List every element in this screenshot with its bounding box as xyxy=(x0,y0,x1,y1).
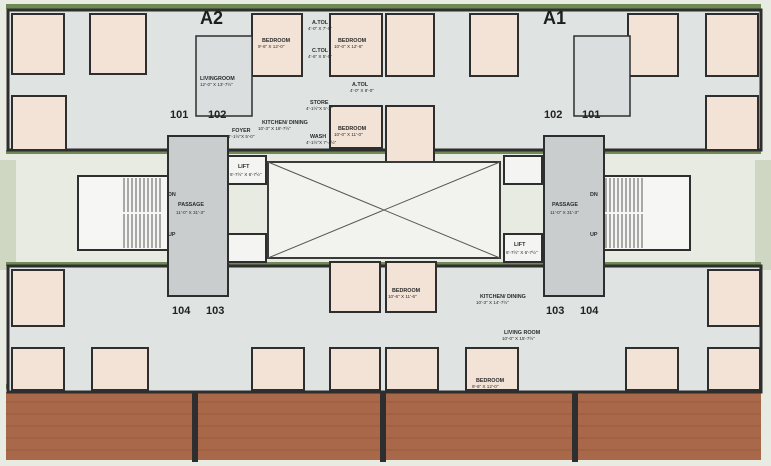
room-name: A.TOL xyxy=(312,20,329,26)
stair-right xyxy=(599,175,691,251)
stair-up-label: UP xyxy=(168,232,176,238)
room-name: STORE xyxy=(310,100,329,106)
room-name: C.TOL xyxy=(312,48,329,54)
room-name: LIVINGROOM xyxy=(200,76,235,82)
passage-dimension: 11'-0" X 31'-3" xyxy=(550,210,579,215)
unit-number: 102 xyxy=(544,109,562,121)
room-dimension: 4'-0" X 8'-0" xyxy=(350,88,374,93)
room-name: KITCHEN/ DINING xyxy=(262,120,308,126)
unit-number: 101 xyxy=(582,109,600,121)
room-name: BEDROOM xyxy=(338,38,367,44)
room-labels: BEDROOM 9'-6" X 12'-0" BEDROOM 10'-0" X … xyxy=(200,20,541,389)
stair-dn-label: DN xyxy=(590,192,598,198)
unit-number: 104 xyxy=(172,305,191,317)
unit-number: 103 xyxy=(546,305,564,317)
room-dimension: 4'-6" X 5'-0" xyxy=(308,54,332,59)
tower-labels: A2 A1 xyxy=(200,8,566,28)
unit-number: 101 xyxy=(170,109,188,121)
room-name: WASH xyxy=(310,134,326,140)
room-dimension: 9'-6" X 12'-0" xyxy=(472,384,499,389)
room-dimension: 10'-3" X 14'-7½" xyxy=(476,299,509,305)
lift-label: LIFT xyxy=(238,164,250,170)
room-dimension: 10'-3" X 18'-7½" xyxy=(258,125,291,131)
passage-left xyxy=(167,135,229,297)
top-block xyxy=(6,8,763,167)
room-name: A.TOL xyxy=(352,82,369,88)
landscape-left xyxy=(0,160,16,270)
lift-box xyxy=(503,233,543,263)
lift-box xyxy=(227,155,267,185)
room-name: KITCHEN/ DINING xyxy=(480,294,526,300)
room-dimension: 12'-0" X 13'-7½" xyxy=(200,81,233,87)
room-name: BEDROOM xyxy=(392,288,421,294)
room-name: LIVING ROOM xyxy=(504,330,541,336)
room-dimension: 10'-0" X 12'-6" xyxy=(334,44,363,49)
room-name: FOYER xyxy=(232,128,251,134)
room-dimension: 4'-1½"X 5'-0" xyxy=(228,133,255,139)
unit-number: 102 xyxy=(208,109,226,121)
lift-box xyxy=(227,233,267,263)
stair-up-label: UP xyxy=(590,232,598,238)
room-name: BEDROOM xyxy=(476,378,505,384)
room-dimension: 4'-1½"X 7'-4½" xyxy=(306,139,337,145)
unit-number: 103 xyxy=(206,305,224,317)
room-name: BEDROOM xyxy=(262,38,291,44)
stair-left xyxy=(77,175,169,251)
room-name: BEDROOM xyxy=(338,126,367,132)
bottom-block xyxy=(6,261,763,394)
stair-dn-label: DN xyxy=(168,192,176,198)
balcony-deck-group xyxy=(6,392,761,462)
passage-label: PASSAGE xyxy=(552,202,578,208)
lift-dimension: 6'-7½" X 6'-7½" xyxy=(506,249,538,255)
lift-dimension: 6'-7½" X 6'-7½" xyxy=(230,171,262,177)
tower-label: A1 xyxy=(543,8,566,28)
room-dimension: 10'-0" X 15'-7½" xyxy=(502,335,535,341)
unit-numbers: 101 102 102 101 104 103 103 104 xyxy=(170,109,600,317)
room-dimension: 10'-6" X 11'-6" xyxy=(388,294,417,299)
core-labels: LIFT 6'-7½" X 6'-7½" LIFT 6'-7½" X 6'-7½… xyxy=(168,164,598,255)
landscape-right xyxy=(755,160,771,270)
tower-label: A2 xyxy=(200,8,223,28)
passage-dimension: 11'-0" X 31'-3" xyxy=(176,210,205,215)
room-dimension: 9'-6" X 12'-0" xyxy=(258,44,285,49)
passage-right xyxy=(543,135,605,297)
room-dimension: 4'-0" X 7'-0" xyxy=(308,26,332,31)
central-core xyxy=(77,135,691,297)
passage-label: PASSAGE xyxy=(178,202,204,208)
lift-label: LIFT xyxy=(514,242,526,248)
unit-number: 104 xyxy=(580,305,599,317)
room-dimension: 4'-1½"X 5'-3" xyxy=(306,105,333,111)
room-dimension: 10'-0" X 11'-0" xyxy=(334,132,363,137)
lift-box xyxy=(503,155,543,185)
